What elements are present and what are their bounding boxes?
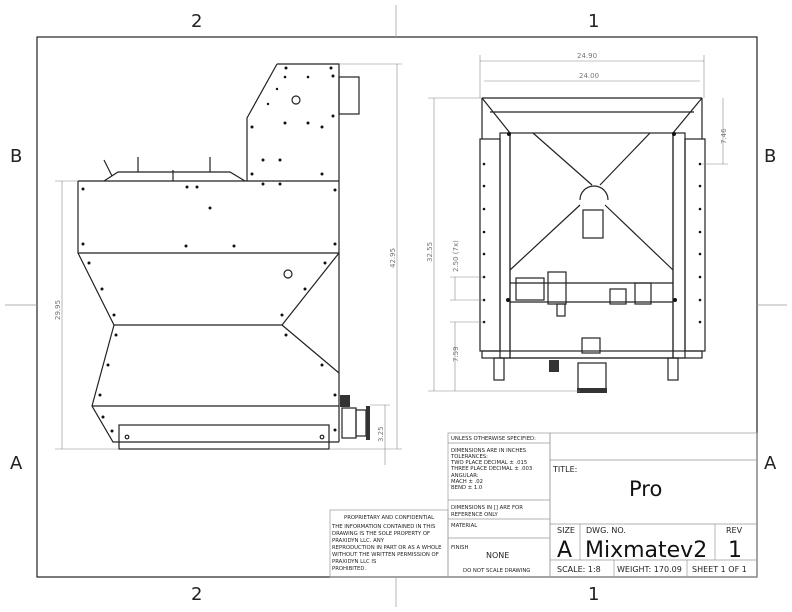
front-view — [479, 97, 706, 393]
tb-reference-2: REFERENCE ONLY — [451, 512, 499, 518]
tb-size-label: SIZE — [557, 526, 575, 535]
svg-text:TWO PLACE DECIMAL ± .015: TWO PLACE DECIMAL ± .015 — [450, 460, 527, 466]
svg-text:MACH ± .02: MACH ± .02 — [451, 479, 483, 485]
side-view — [77, 63, 370, 450]
tb-scale: SCALE: 1:8 — [557, 565, 601, 574]
zone-label-bottom-1: 1 — [588, 584, 599, 605]
dim-inner-width: 24.00 — [579, 72, 599, 80]
tb-proprietary-text: THE INFORMATION CONTAINED IN THIS DRAWIN… — [331, 524, 442, 572]
zone-label-left-b: B — [10, 146, 22, 167]
svg-text:DIMENSIONS ARE IN INCHES: DIMENSIONS ARE IN INCHES — [451, 448, 527, 454]
tb-tolerances: DIMENSIONS ARE IN INCHES TOLERANCES: TWO… — [450, 448, 532, 491]
dim-top-rail: 7.46 — [720, 128, 728, 144]
tb-title-label: TITLE: — [552, 465, 577, 474]
zone-label-top-2: 2 — [191, 11, 202, 32]
tb-unless-specified: UNLESS OTHERWISE SPECIFIED: — [451, 436, 536, 442]
zone-label-bottom-2: 2 — [191, 584, 202, 605]
dim-outlet-height: 3.25 — [377, 426, 385, 442]
tb-do-not-scale: DO NOT SCALE DRAWING — [463, 568, 530, 574]
tb-finish-label: FINISH — [451, 545, 468, 551]
tb-finish-value: NONE — [486, 551, 509, 560]
tb-title-value: Pro — [629, 477, 662, 501]
zone-ticks — [5, 5, 787, 607]
tb-sheet: SHEET 1 OF 1 — [692, 565, 747, 574]
tb-size-value: A — [557, 538, 572, 563]
front-view-dimensions — [428, 55, 728, 392]
dim-overall-height-front: 32.55 — [426, 242, 434, 262]
dim-overall-width: 24.90 — [577, 52, 597, 60]
tb-rev-value: 1 — [728, 538, 742, 563]
svg-text:THE INFORMATION CONTAINED IN T: THE INFORMATION CONTAINED IN THIS — [331, 524, 436, 530]
side-view-dimensions — [55, 63, 402, 465]
tb-proprietary-title: PROPRIETARY AND CONFIDENTIAL — [344, 515, 434, 521]
svg-text:REPRODUCTION IN PART OR AS A W: REPRODUCTION IN PART OR AS A WHOLE — [332, 545, 442, 551]
svg-text:THREE PLACE DECIMAL ± .003: THREE PLACE DECIMAL ± .003 — [450, 466, 532, 472]
dim-bottom-offset: 7.59 — [452, 346, 460, 362]
svg-text:PRAXIDYN LLC IS: PRAXIDYN LLC IS — [332, 559, 377, 565]
dim-hole-spacing: 2.50 (7x) — [452, 240, 460, 272]
svg-text:DRAWING IS THE SOLE PROPERTY O: DRAWING IS THE SOLE PROPERTY OF — [332, 531, 430, 537]
tb-reference-1: DIMENSIONS IN [] ARE FOR — [451, 505, 523, 511]
dim-body-height: 29.95 — [54, 300, 62, 320]
svg-text:PROHIBITED.: PROHIBITED. — [332, 566, 366, 572]
tb-dwg-no-value: Mixmatev2 — [585, 538, 707, 563]
tb-rev-label: REV — [726, 526, 743, 535]
svg-text:PRAXIDYN LLC. ANY: PRAXIDYN LLC. ANY — [332, 538, 385, 544]
tb-weight: WEIGHT: 170.09 — [617, 565, 682, 574]
dim-overall-height-side: 42.95 — [389, 248, 397, 268]
tb-material-label: MATERIAL — [451, 523, 477, 529]
zone-label-top-1: 1 — [588, 11, 599, 32]
svg-text:BEND ± 1.0: BEND ± 1.0 — [451, 485, 483, 491]
zone-label-right-a: A — [764, 453, 777, 474]
svg-text:ANGULAR:: ANGULAR: — [451, 473, 479, 479]
svg-text:WITHOUT THE WRITTEN PERMISSION: WITHOUT THE WRITTEN PERMISSION OF — [332, 552, 439, 558]
title-block-lines — [329, 432, 758, 578]
svg-text:TOLERANCES:: TOLERANCES: — [450, 454, 488, 460]
zone-label-right-b: B — [764, 146, 776, 167]
zone-label-left-a: A — [10, 453, 23, 474]
tb-dwg-no-label: DWG. NO. — [586, 526, 626, 535]
